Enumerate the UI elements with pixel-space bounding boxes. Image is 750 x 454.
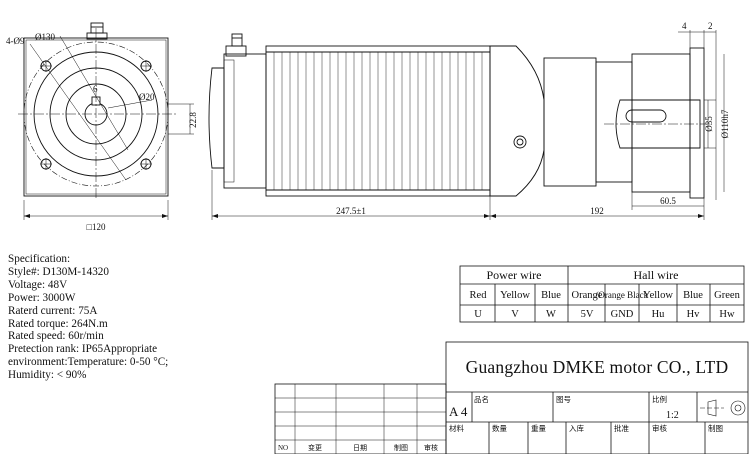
revision-drafter-label: 制图 — [394, 443, 408, 452]
side-view — [208, 30, 725, 220]
scale-value: 1:2 — [666, 410, 679, 421]
side-gearbox-length-label: 192 — [590, 206, 604, 216]
storage-label: 入库 — [569, 423, 584, 433]
front-flange-label: □120 — [87, 222, 106, 232]
scale-label: 比例 — [652, 394, 667, 404]
hall-color-blue: Blue — [683, 290, 703, 301]
power-color-yellow: Yellow — [500, 290, 530, 301]
side-shaft-length-label: 60.5 — [660, 196, 676, 206]
front-key-label: 6 — [93, 84, 98, 94]
revision-date-label: 日期 — [353, 444, 367, 452]
spec-speed: Rated speed: 60r/min — [8, 330, 104, 343]
hall-pin-hv: Hv — [687, 309, 701, 320]
spec-humidity: Humidity: < 90% — [8, 369, 87, 382]
spec-power: Power: 3000W — [8, 291, 76, 304]
front-holes-label: 4-Ø9 — [6, 36, 25, 46]
spec-voltage: Voltage: 48V — [8, 278, 68, 291]
title-block — [274, 341, 749, 454]
revision-no-label: NO — [278, 444, 288, 452]
hall-color-orange: Orange — [572, 290, 603, 301]
company-name: Guangzhou DMKE motor CO., LTD — [465, 356, 729, 377]
revision-review-label: 审核 — [424, 443, 438, 452]
wire-table — [459, 265, 745, 323]
spec-torque: Rated torque: 264N.m — [8, 317, 108, 330]
spec-heading: Specification: — [8, 253, 71, 265]
drawing-no-label: 图号 — [556, 395, 571, 404]
quantity-label: 数量 — [492, 423, 507, 433]
side-top-dim-a: 4 — [682, 21, 687, 31]
power-wire-header: Power wire — [487, 268, 542, 282]
hall-color-yellow: Yellow — [643, 290, 673, 301]
drafter-label: 制图 — [708, 423, 723, 433]
spec-temperature: environment:Temperature: 0-50 °C; — [8, 356, 169, 369]
hall-pin-gnd: GND — [611, 309, 634, 320]
paper-size: A 4 — [449, 404, 468, 419]
weight-label: 重量 — [531, 424, 546, 433]
power-pin-u: U — [474, 309, 482, 320]
hall-color-orange-black: /Orange Black — [596, 290, 649, 300]
hall-pin-hw: Hw — [719, 309, 735, 320]
spec-protection: Pretection rank: IP65Appropriate — [8, 343, 158, 356]
hall-pin-5v: 5V — [581, 309, 594, 320]
power-pin-v: V — [511, 309, 519, 320]
front-bolt-circle-label: Ø130 — [35, 32, 55, 42]
spec-style: Style#: D130M-14320 — [8, 265, 109, 278]
front-key-height-label: 22.8 — [188, 112, 198, 128]
power-color-blue: Blue — [541, 290, 561, 301]
side-top-dim-b: 2 — [708, 21, 713, 31]
material-label: 材料 — [449, 423, 464, 433]
front-shaft-dia-label: Ø20 — [139, 92, 155, 102]
revision-change-label: 变更 — [308, 443, 322, 452]
hall-wire-header: Hall wire — [634, 268, 679, 282]
spec-current: Raterd current: 75A — [8, 304, 98, 317]
hall-pin-hu: Hu — [652, 309, 666, 320]
front-view — [18, 22, 194, 220]
power-pin-w: W — [546, 309, 556, 320]
hall-color-green: Green — [714, 290, 740, 301]
review-label: 审核 — [652, 423, 667, 433]
side-shaft-dia-label: Ø35 — [704, 116, 714, 132]
specification-block: Specification: Style#: D130M-14320 Volta… — [8, 253, 168, 382]
side-body-length-label: 247.5±1 — [336, 206, 366, 216]
approve-label: 批准 — [614, 423, 629, 433]
power-color-red: Red — [470, 290, 488, 301]
name-label: 品名 — [474, 394, 489, 404]
side-pilot-dia-label: Ø110h7 — [720, 109, 730, 138]
